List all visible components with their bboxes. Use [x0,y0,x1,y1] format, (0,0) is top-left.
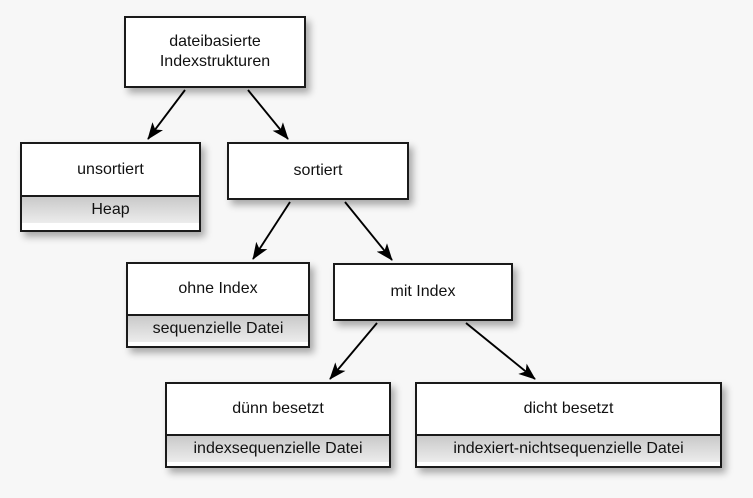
node-unsortiert-subtitle: Heap [22,197,199,223]
node-mit-index-label: mit Index [335,265,511,319]
node-ohne-index-subtitle: sequenzielle Datei [128,316,308,342]
node-duenn-besetzt-label: dünn besetzt [167,384,389,436]
edge-root-to-unsortiert [147,89,186,140]
node-dicht-besetzt-label: dicht besetzt [417,384,720,436]
node-sortiert[interactable]: sortiert [227,142,409,200]
node-dicht-besetzt-subtitle: indexiert-nichtsequenzielle Datei [417,436,720,462]
edge-mit-index-to-dicht [465,322,536,380]
node-ohne-index-label: ohne Index [128,264,308,316]
edge-root-to-sortiert [247,89,289,140]
edge-sortiert-to-ohne-index [252,201,291,260]
node-mit-index[interactable]: mit Index [333,263,513,321]
edge-mit-index-to-duenn [329,322,378,380]
node-sortiert-label: sortiert [229,144,407,198]
node-unsortiert-label: unsortiert [22,144,199,197]
node-root-label: dateibasierte Indexstrukturen [126,18,304,86]
edge-sortiert-to-mit-index [344,201,393,261]
node-duenn-besetzt-subtitle: indexsequenzielle Datei [167,436,389,462]
node-root[interactable]: dateibasierte Indexstrukturen [124,16,306,88]
